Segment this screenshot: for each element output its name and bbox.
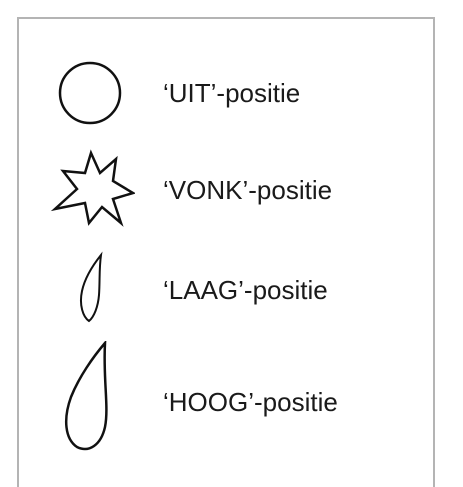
legend-item-vonk: ‘VONK’-positie bbox=[19, 147, 433, 227]
spark-star-icon bbox=[50, 149, 135, 227]
flame-position-legend: ‘UIT’-positie ‘VONK’-positie ‘LAAG’-posi… bbox=[17, 17, 435, 487]
legend-label-vonk: ‘VONK’-positie bbox=[163, 175, 333, 205]
legend-item-uit: ‘UIT’-positie bbox=[19, 57, 433, 127]
legend-item-hoog: ‘HOOG’-positie bbox=[19, 341, 433, 461]
legend-label-uit: ‘UIT’-positie bbox=[163, 78, 301, 108]
legend-label-hoog: ‘HOOG’-positie bbox=[163, 387, 338, 417]
large-flame-icon bbox=[64, 341, 108, 451]
small-flame-icon bbox=[79, 251, 103, 323]
legend-item-laag: ‘LAAG’-positie bbox=[19, 251, 433, 331]
circle-icon bbox=[58, 61, 122, 125]
legend-label-laag: ‘LAAG’-positie bbox=[163, 275, 328, 305]
